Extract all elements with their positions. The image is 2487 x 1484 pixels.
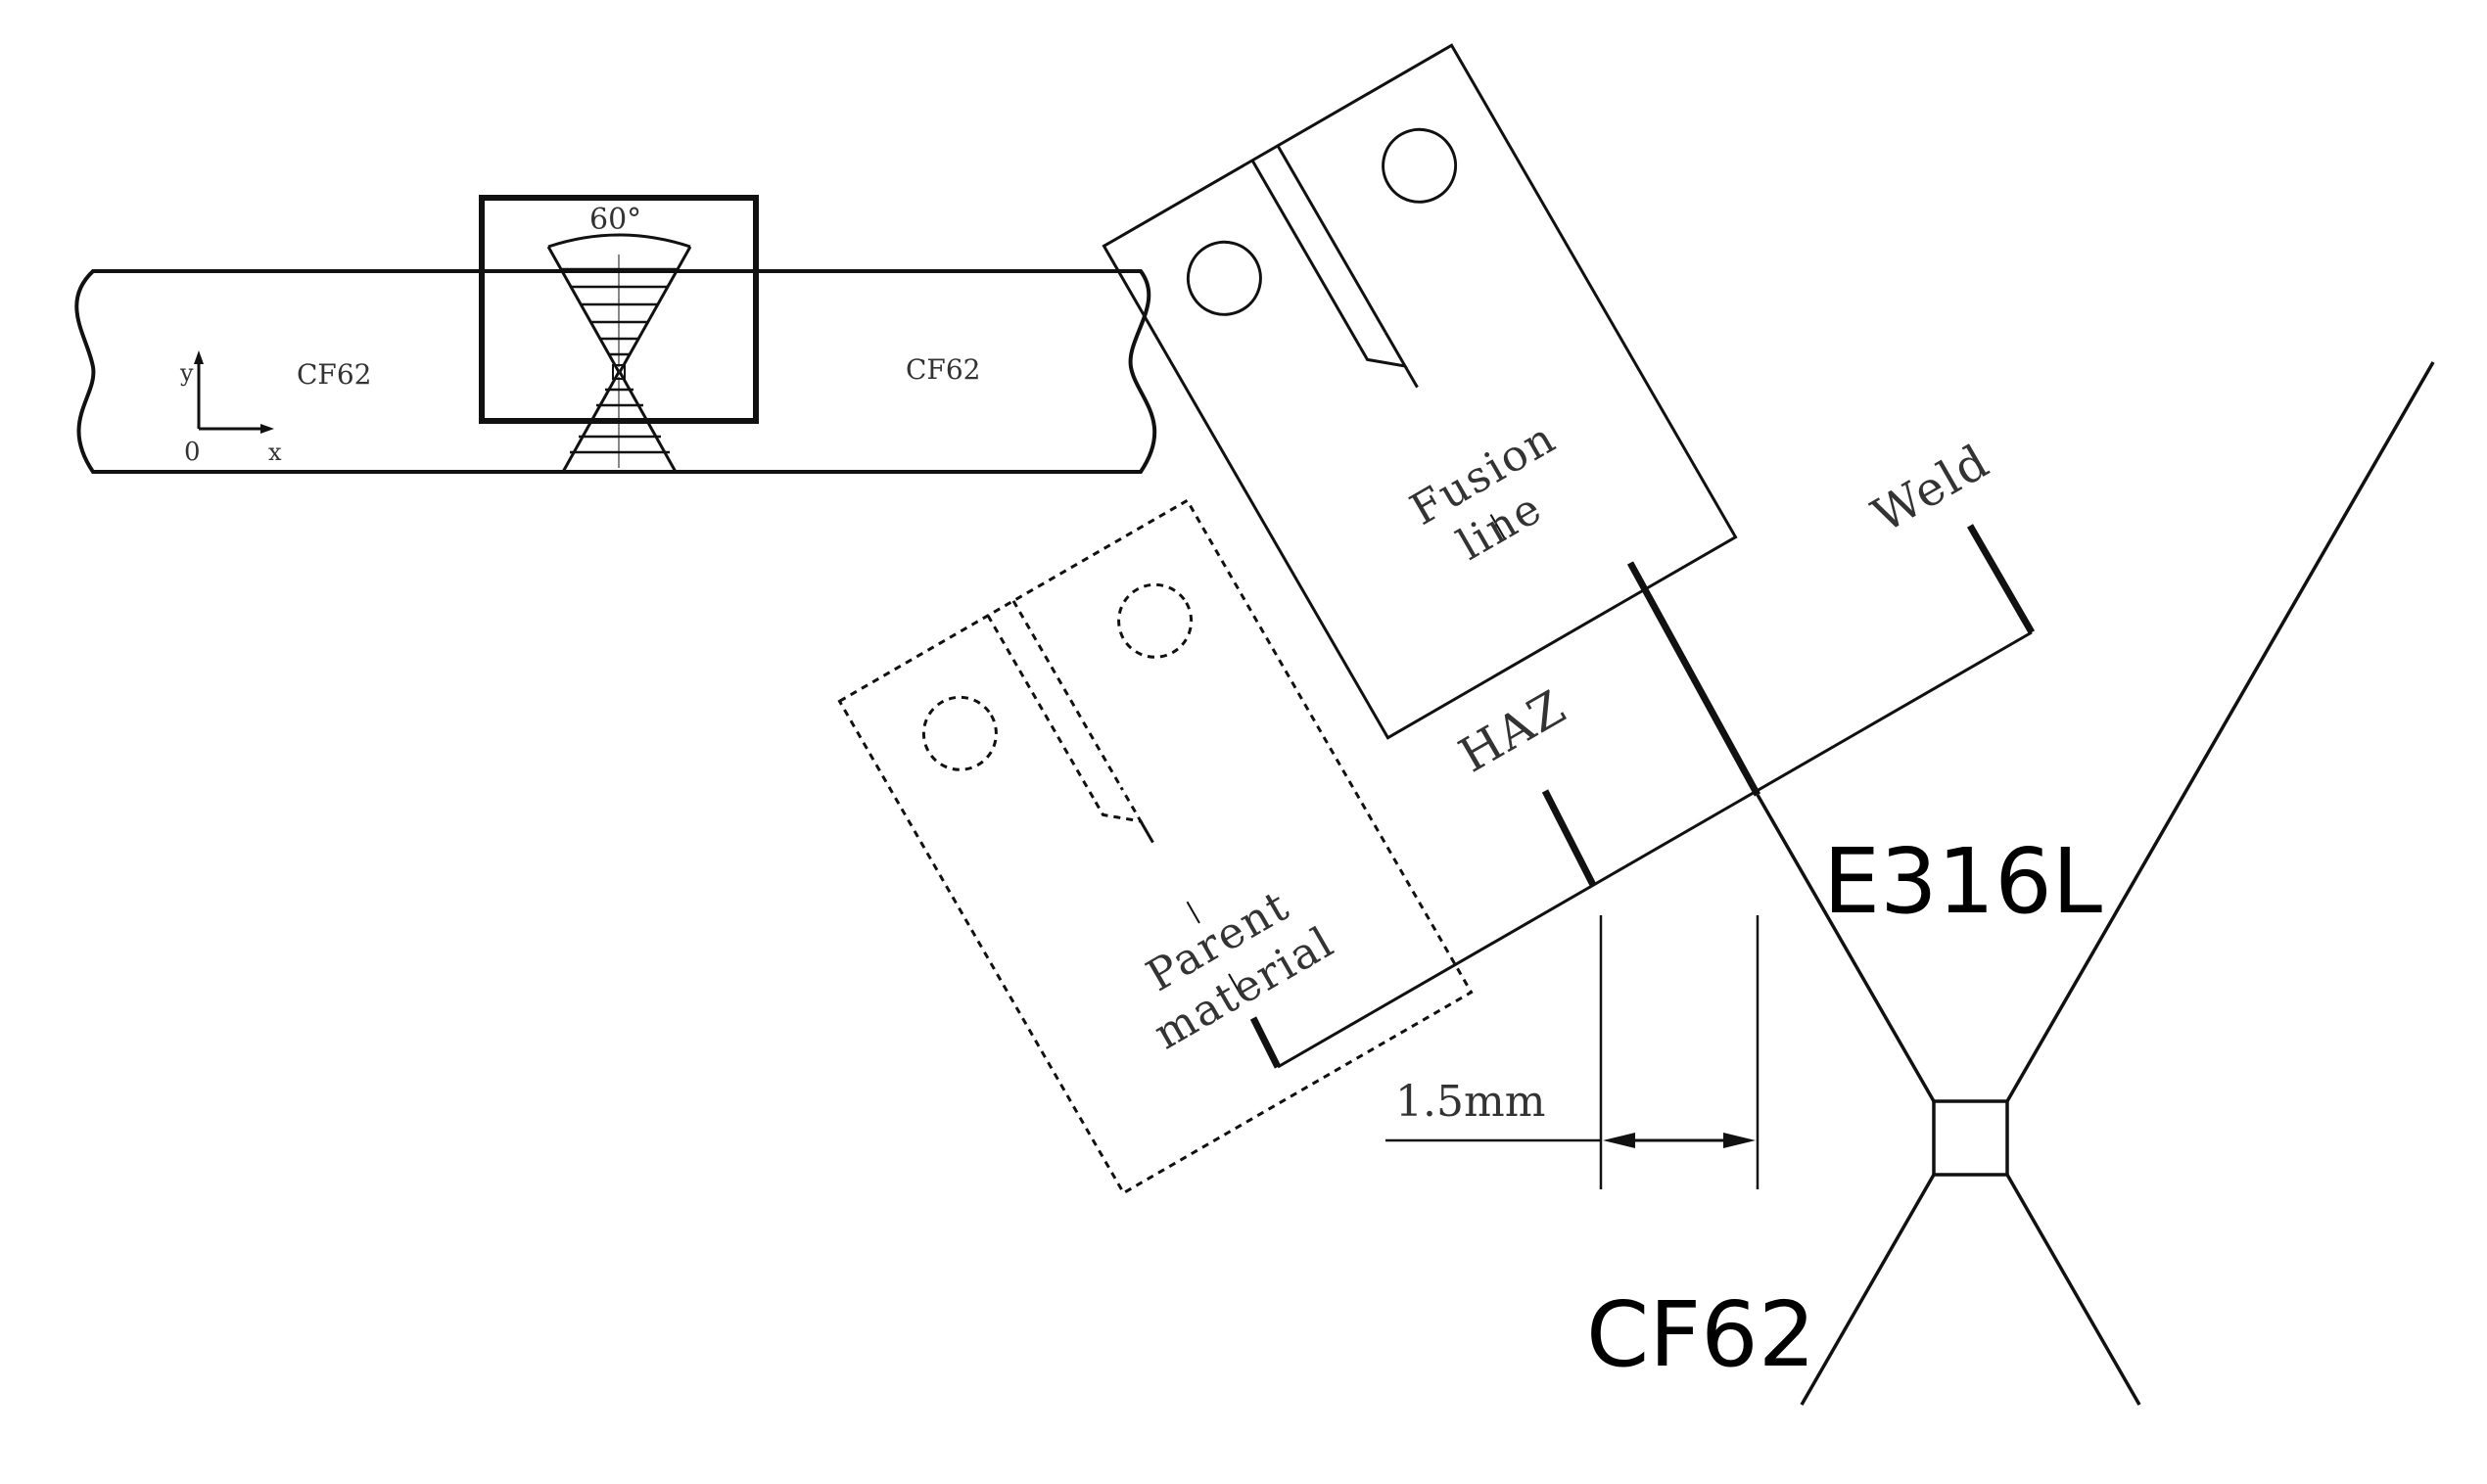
offset-dimension: 1.5mm [1385,915,1760,1189]
weld-metal-label: E316L [1823,829,2102,934]
haz-notch-label: HAZ [1450,679,1575,783]
right-plate-label: CF62 [906,353,980,386]
root-face [1932,1099,2009,1177]
parent-notch-tick [1249,1016,1282,1069]
welded-plate-overview: 60° CF62 CF62 y x 0 [74,195,1157,474]
axis-x-label: x [268,439,282,466]
plate-outline [74,269,1157,474]
groove-angle-label: 60° [589,203,641,237]
coordinate-axes: y x 0 [179,350,282,467]
groove-cross-section [1756,361,2435,1406]
left-plate-label: CF62 [297,358,371,391]
weld-pass-layers-upper [560,255,679,367]
weld-notch-tick [1966,524,2036,634]
fusion-line-marker [1626,561,1761,797]
detail-region-box [479,195,759,424]
axis-y-label: y [179,359,194,387]
offset-dimension-label: 1.5mm [1395,1077,1545,1127]
fusion-line-specimen: Fusion line [1102,43,1738,740]
weld-notch-label: Weld [1863,434,1999,543]
haz-notch-tick [1541,789,1597,887]
notch-reference-line [1249,524,2036,1069]
base-metal-label: CF62 [1586,1282,1815,1387]
origin-label: 0 [184,438,201,467]
parent-material-specimen: Parent material [837,498,1474,1195]
